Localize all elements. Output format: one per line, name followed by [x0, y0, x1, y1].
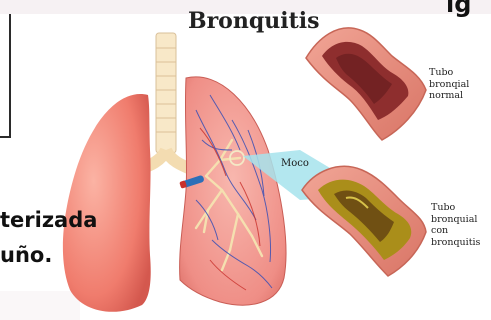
label-line: con: [431, 225, 480, 237]
label-line: bronquitis: [431, 237, 480, 249]
label-line: bronqial: [429, 79, 469, 91]
label-line: bronquial: [431, 214, 480, 226]
overlay-text-line-2: uño.: [0, 243, 52, 267]
left-lung: [63, 94, 151, 312]
label-line: Tubo: [431, 202, 480, 214]
normal-tube: [306, 28, 426, 140]
diagram-title: Bronquitis: [188, 8, 320, 34]
label-line: normal: [429, 90, 469, 102]
overlay-text-line-1: terizada: [0, 208, 97, 232]
label-line: Tubo: [429, 67, 469, 79]
label-bronchitis-tube: Tubo bronquial con bronquitis: [431, 202, 480, 248]
label-normal-tube: Tubo bronqial normal: [429, 67, 469, 102]
label-mucus: Moco: [281, 158, 309, 169]
overlay-corner-text: ıg: [446, 0, 471, 18]
right-lung: [180, 77, 286, 305]
bronchitis-tube: [302, 166, 426, 276]
